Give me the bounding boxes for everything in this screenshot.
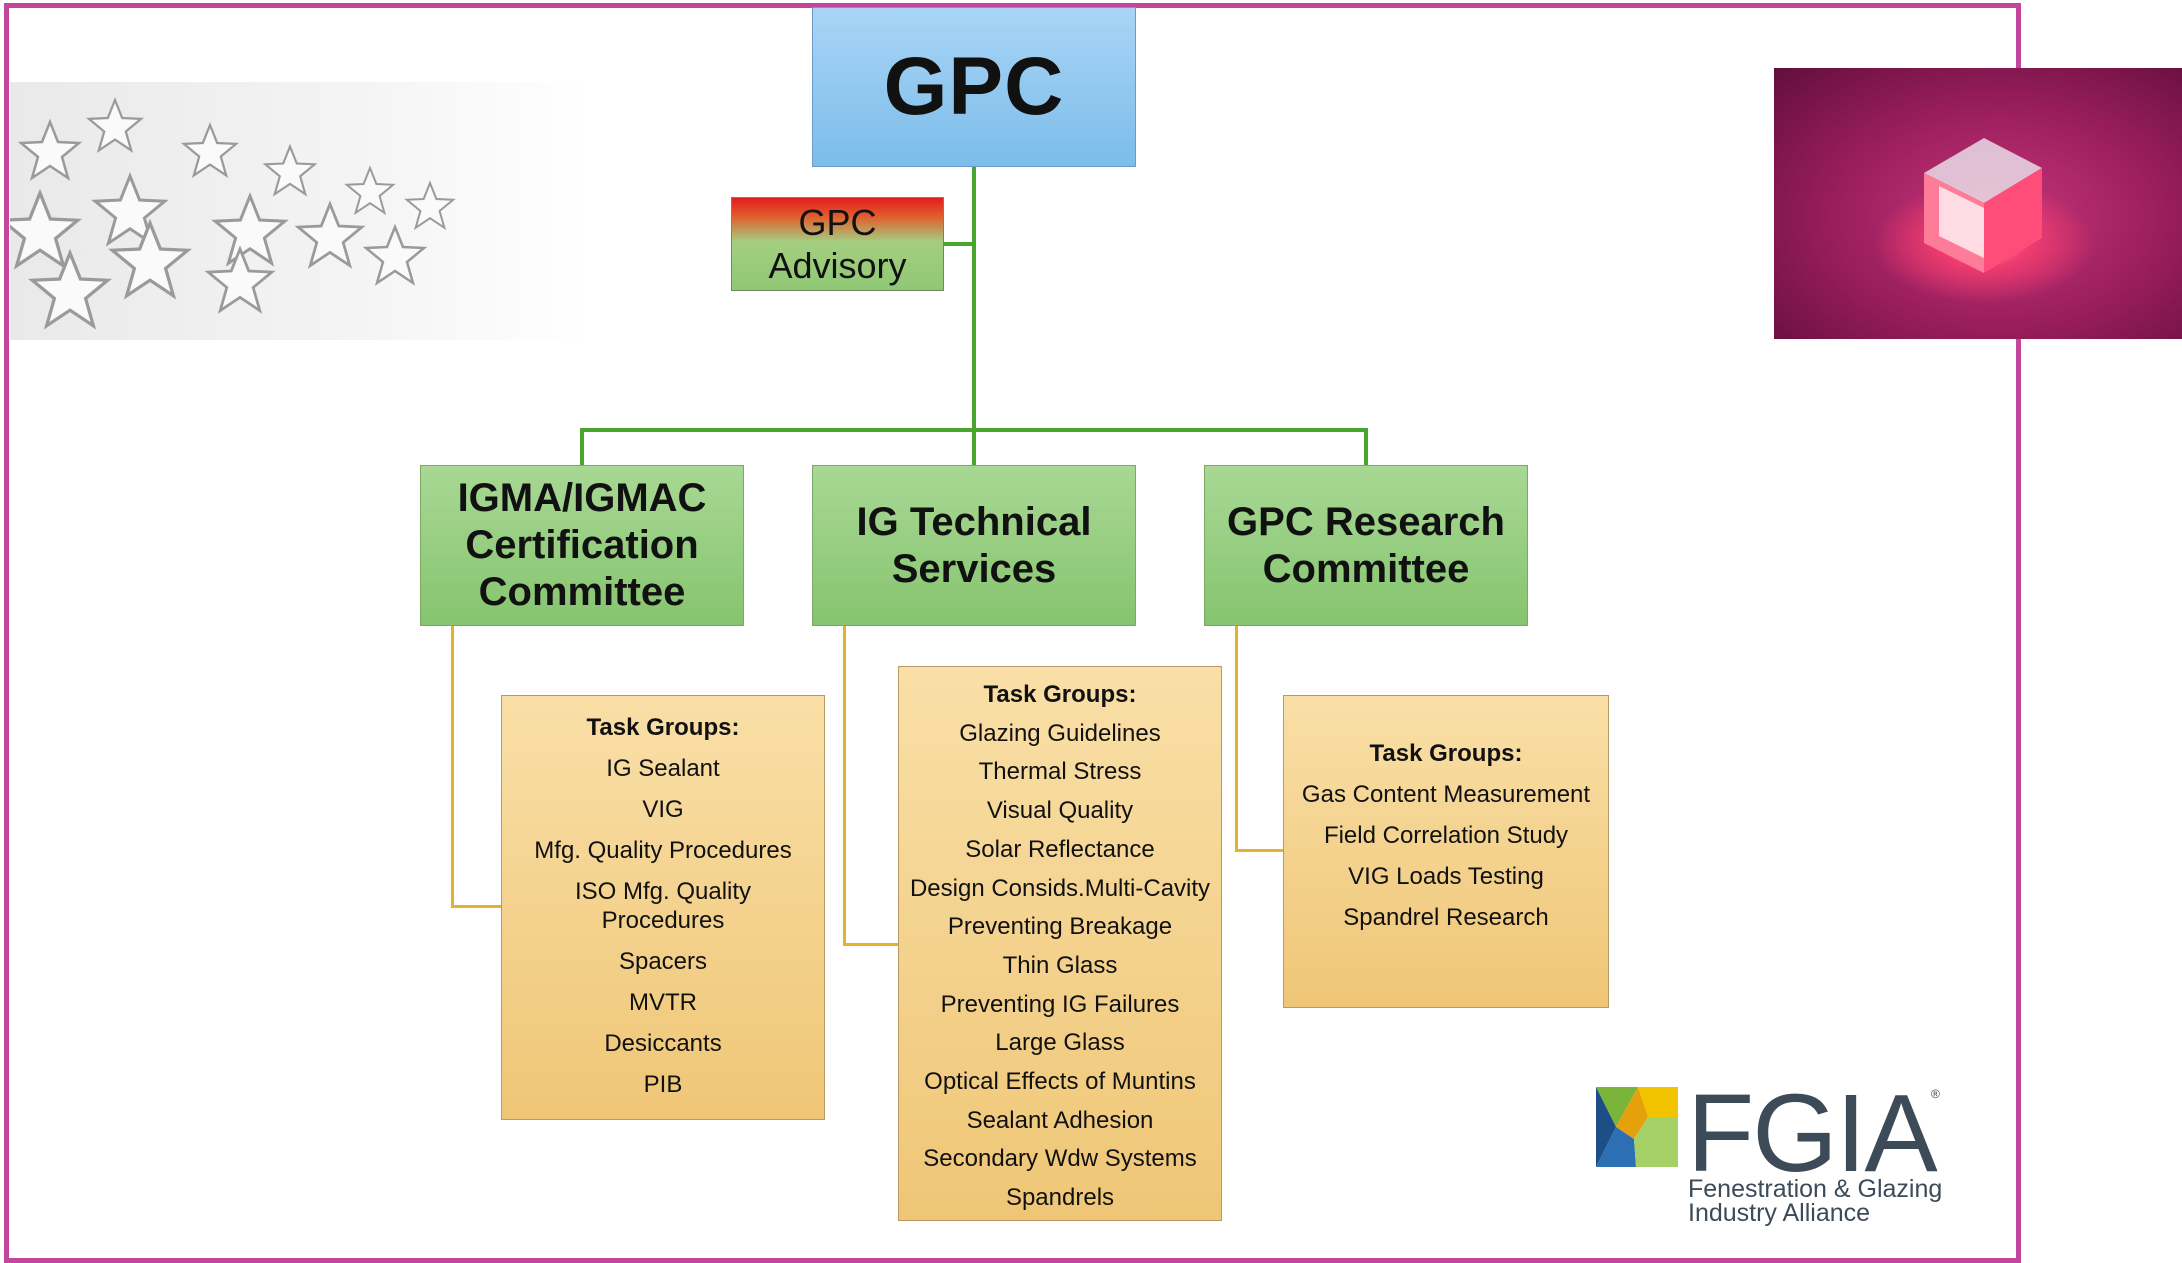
research-committee-node: GPC Research Committee xyxy=(1204,465,1528,626)
task-group-item: Sealant Adhesion xyxy=(966,1106,1154,1134)
cert-line3: Committee xyxy=(478,570,686,614)
connector-research-tasks-v xyxy=(1235,626,1238,852)
tech-line2: Services xyxy=(891,546,1057,591)
task-group-item: Thermal Stress xyxy=(978,758,1142,786)
task-groups-heading: Task Groups: xyxy=(1369,740,1523,767)
research-task-groups: Task Groups: Gas Content Measurement Fie… xyxy=(1283,695,1609,1008)
connector-research-tasks-h xyxy=(1235,849,1284,852)
task-groups-heading: Task Groups: xyxy=(586,714,740,741)
task-group-item: Large Glass xyxy=(995,1029,1125,1057)
research-line2: Committee xyxy=(1262,546,1470,591)
task-group-item: Spacers xyxy=(618,948,708,975)
task-group-item: Design Consids.Multi-Cavity xyxy=(909,874,1211,902)
task-group-item: Solar Reflectance xyxy=(965,835,1155,863)
task-group-item: ISO Mfg. Quality Procedures xyxy=(575,877,751,935)
task-group-item: IG Sealant xyxy=(606,755,720,782)
task-group-item-line: Procedures xyxy=(601,907,725,934)
task-group-item: Field Correlation Study xyxy=(1323,822,1569,849)
task-group-item: Visual Quality xyxy=(986,797,1134,825)
task-group-item: VIG xyxy=(642,796,684,823)
gpc-node: GPC xyxy=(812,7,1136,167)
task-group-item: MVTR xyxy=(629,989,697,1016)
connector-top-trunk xyxy=(972,167,976,465)
gpc-advisory-node: GPC Advisory xyxy=(731,197,944,291)
connector-cert-tasks-h xyxy=(451,905,502,908)
task-group-item: Thin Glass xyxy=(1002,951,1118,979)
fgia-tagline-line2: Industry Alliance xyxy=(1688,1199,1871,1227)
task-group-item-line: ISO Mfg. Quality xyxy=(574,878,752,905)
task-group-item: Secondary Wdw Systems xyxy=(923,1145,1197,1173)
connector-drop-research xyxy=(1364,428,1368,466)
connector-horizontal xyxy=(580,428,1368,432)
advisory-line1: GPC xyxy=(798,202,877,243)
certification-committee-node: IGMA/IGMAC Certification Committee xyxy=(420,465,744,626)
advisory-line2: Advisory xyxy=(768,245,907,286)
fgia-logo-mark-icon xyxy=(1596,1087,1678,1167)
fgia-tagline-line1: Fenestration & Glazing xyxy=(1688,1175,1943,1203)
task-group-item: Desiccants xyxy=(604,1030,722,1057)
task-group-item: PIB xyxy=(643,1071,683,1098)
technical-task-groups: Task Groups: Glazing Guidelines Thermal … xyxy=(898,666,1222,1221)
task-group-item: Glazing Guidelines xyxy=(959,719,1161,747)
silver-stars-image xyxy=(10,82,590,340)
task-group-item: Preventing IG Failures xyxy=(940,990,1180,1018)
fgia-tagline: Fenestration & Glazing Industry Alliance xyxy=(1688,1175,1943,1227)
connector-cert-tasks-v xyxy=(451,626,454,908)
task-group-item: Mfg. Quality Procedures xyxy=(534,837,792,864)
research-line1: GPC Research xyxy=(1227,499,1505,544)
task-group-item: Spandrels xyxy=(1005,1184,1115,1212)
glowing-crystal-cube-image xyxy=(1774,68,2182,339)
task-groups-heading: Task Groups: xyxy=(983,681,1137,708)
gpc-title: GPC xyxy=(883,41,1065,132)
technical-services-node: IG Technical Services xyxy=(812,465,1136,626)
task-group-item: Spandrel Research xyxy=(1343,904,1549,931)
task-group-item: Preventing Breakage xyxy=(947,913,1173,941)
tech-line1: IG Technical xyxy=(856,499,1092,544)
task-group-item: Optical Effects of Muntins xyxy=(924,1068,1196,1096)
connector-advisory xyxy=(944,242,974,246)
task-group-item: Gas Content Measurement xyxy=(1301,781,1591,808)
task-group-item: VIG Loads Testing xyxy=(1348,863,1544,890)
certification-task-groups: Task Groups: IG Sealant VIG Mfg. Quality… xyxy=(501,695,825,1120)
registered-mark: ® xyxy=(1931,1087,1940,1101)
cert-line2: Certification xyxy=(465,523,699,567)
connector-tech-tasks-v xyxy=(843,626,846,946)
fgia-wordmark: FGIA xyxy=(1687,1072,1938,1195)
connector-drop-cert xyxy=(580,428,584,466)
connector-tech-tasks-h xyxy=(843,943,899,946)
cert-line1: IGMA/IGMAC xyxy=(457,476,707,520)
